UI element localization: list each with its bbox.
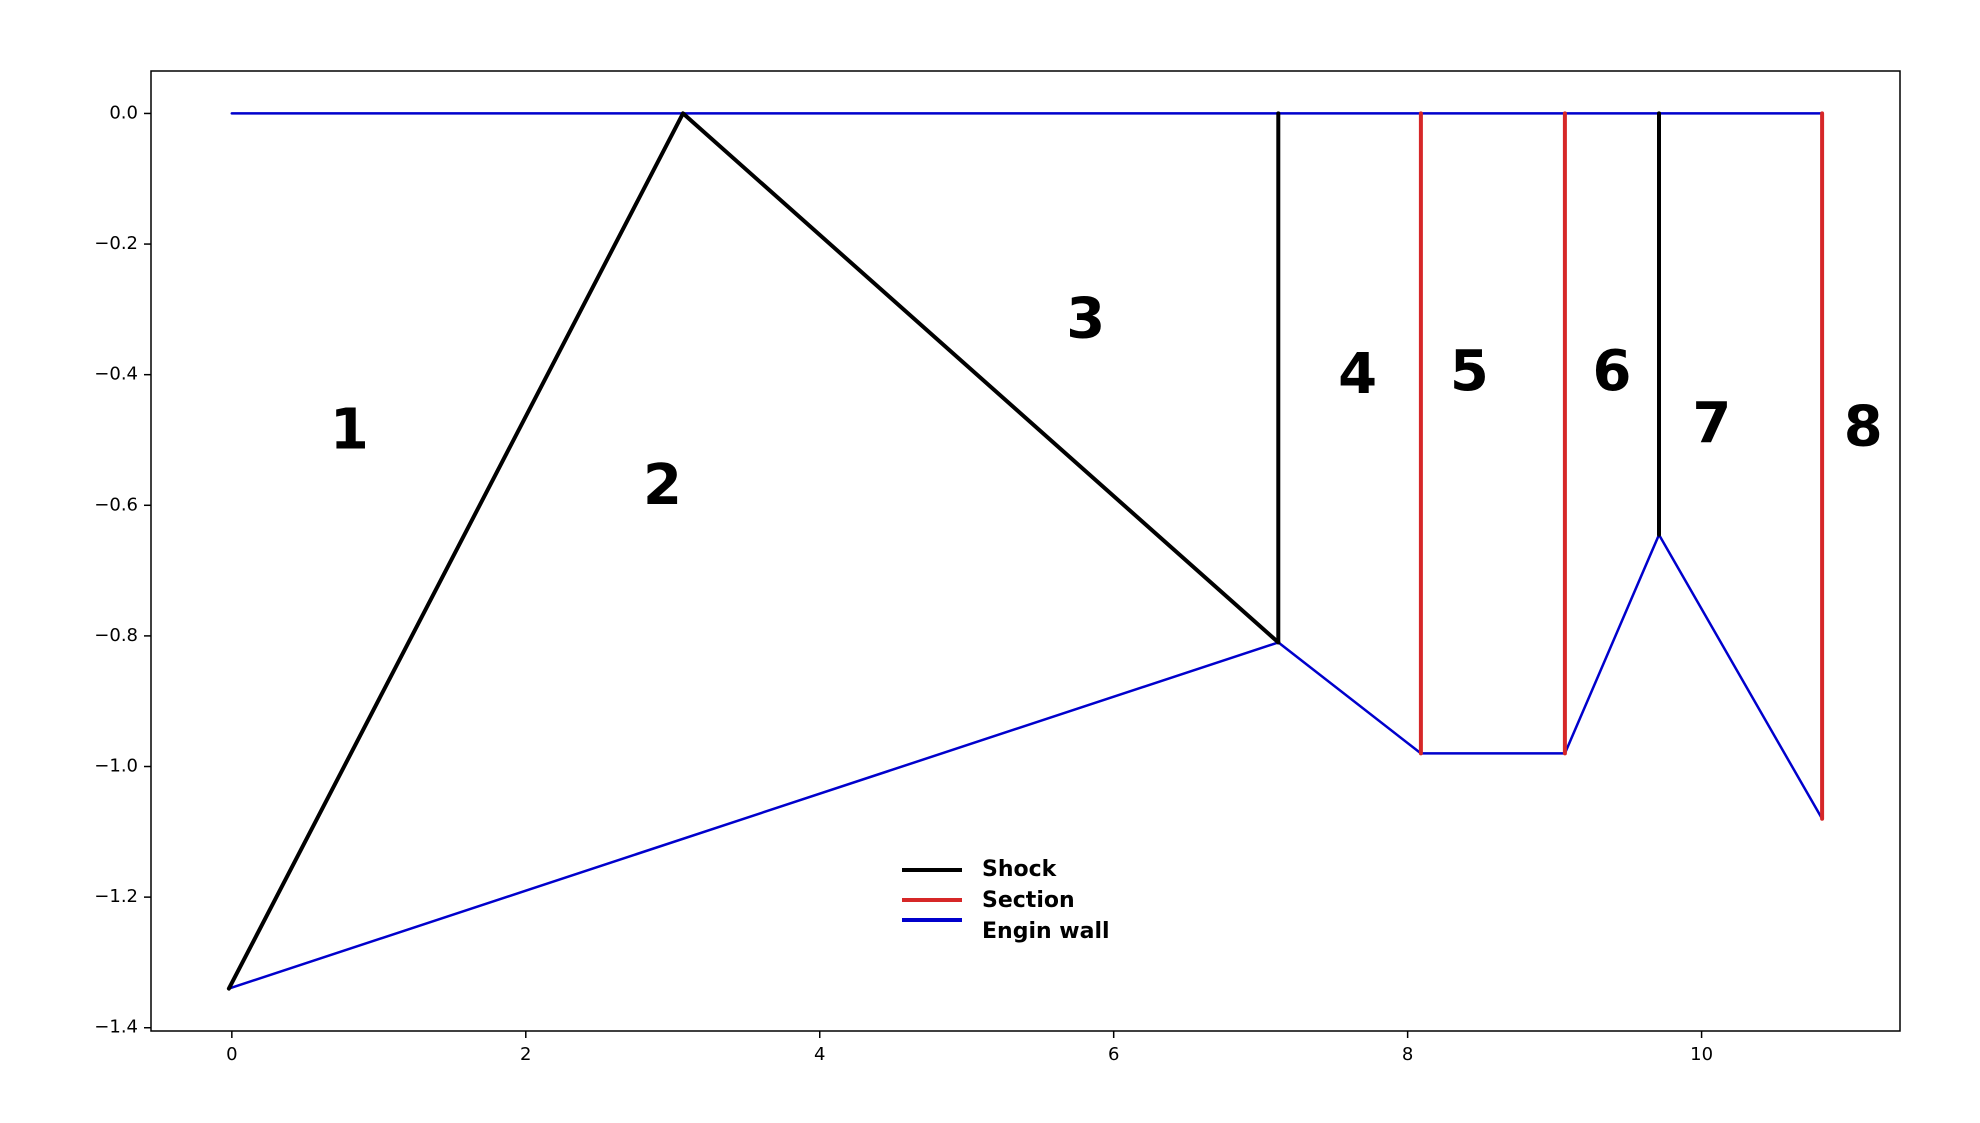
x-tick-label: 2 bbox=[520, 1044, 531, 1065]
x-tick-label: 4 bbox=[814, 1044, 825, 1065]
x-tick-label: 10 bbox=[1690, 1044, 1713, 1065]
region-label-6: 6 bbox=[1592, 339, 1631, 404]
legend-label-section: Section bbox=[982, 888, 1075, 913]
x-tick-label: 6 bbox=[1108, 1044, 1119, 1065]
legend-label-engin-wall: Engin wall bbox=[982, 919, 1110, 944]
x-tick-label: 0 bbox=[226, 1044, 237, 1065]
y-tick-label: −1.2 bbox=[94, 886, 138, 907]
y-tick-label: −0.8 bbox=[94, 625, 138, 646]
legend: Shock Section Engin wall bbox=[902, 857, 1110, 944]
y-tick-label: 0.0 bbox=[109, 102, 138, 123]
y-tick-label: −0.4 bbox=[94, 364, 138, 385]
y-tick-label: −1.0 bbox=[94, 756, 138, 777]
region-label-2: 2 bbox=[643, 453, 682, 518]
shock-line-1 bbox=[226, 111, 1281, 991]
region-label-8: 8 bbox=[1844, 394, 1883, 459]
region-label-4: 4 bbox=[1338, 342, 1377, 407]
y-axis: 0.0 −0.2 −0.4 −0.6 −0.8 −1.0 −1.2 −1.4 bbox=[94, 102, 151, 1038]
x-tick-label: 8 bbox=[1402, 1044, 1413, 1065]
y-tick-label: −0.2 bbox=[94, 233, 138, 254]
region-labels: 1 2 3 4 5 67 8 bbox=[330, 287, 1883, 519]
engin-wall-line-2 bbox=[227, 533, 1824, 990]
region-label-3: 3 bbox=[1066, 287, 1105, 352]
y-tick-label: −1.4 bbox=[94, 1017, 138, 1038]
series-layer bbox=[226, 111, 1825, 991]
legend-label-shock: Shock bbox=[982, 857, 1058, 882]
x-axis: 0 2 4 6 8 10 bbox=[226, 1031, 1713, 1065]
region-label-7: 7 bbox=[1692, 391, 1731, 456]
plot-frame bbox=[150, 70, 1901, 1032]
region-label-1: 1 bbox=[330, 398, 369, 463]
region-label-5: 5 bbox=[1450, 339, 1489, 404]
y-tick-label: −0.6 bbox=[94, 494, 138, 515]
